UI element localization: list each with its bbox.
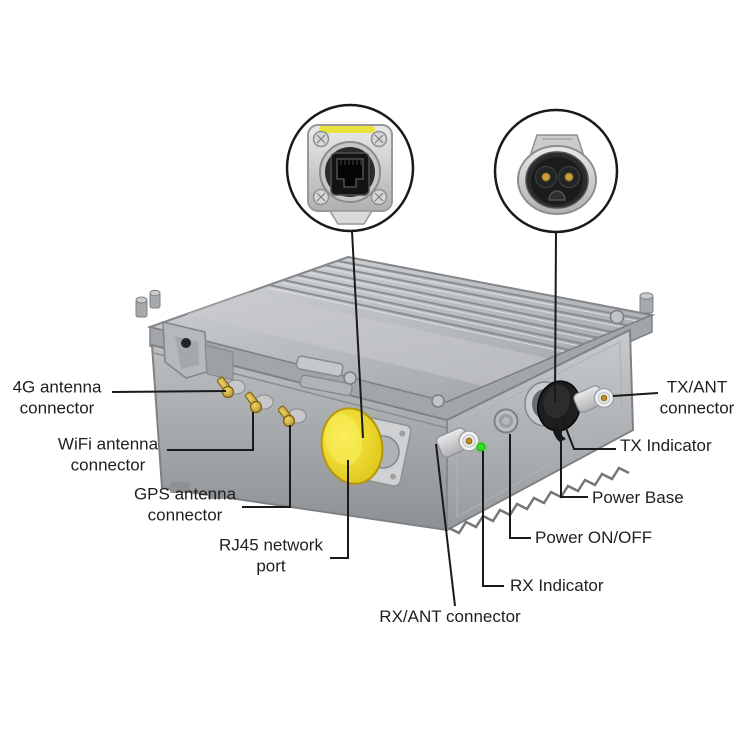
latch-bolt [181,338,191,348]
label-4g-antenna-connector: 4G antenna connector [13,378,102,419]
rj45-port-inset [285,103,415,233]
label-line: connector [147,505,223,524]
leader-rj45 [330,460,349,559]
rj45-jack-opening [336,158,364,188]
leader-txant [612,392,659,397]
label-line: connector [659,398,735,417]
rx-indicator-led [474,440,488,454]
label-line: 4G antenna [12,377,102,397]
leader-power-onoff [509,434,531,539]
leader-power-inset [554,231,557,403]
bottom-fins-serration [448,466,630,535]
power-base-connector-part [524,380,581,442]
label-line: TX/ANT [666,377,728,397]
label-power-on-off: Power ON/OFF [535,528,652,549]
rj45-port-part [320,407,412,487]
label-wifi-antenna-connector: WiFi antenna connector [58,435,158,476]
label-rx-indicator: RX Indicator [510,576,604,597]
label-line: connector [19,398,95,417]
leader-rxind [482,451,504,587]
ribbed-lid [146,255,656,423]
power-pin [564,172,574,182]
lid-bolt [609,309,625,325]
lid-ribs [268,260,643,351]
label-line: Power ON/OFF [535,527,653,547]
lid-rib-highlights [268,263,643,354]
power-keyway [548,190,566,201]
label-line: TX Indicator [620,435,712,455]
leader-rj45-inset [351,230,364,439]
tx-ant-connector-part [573,385,615,413]
power-base-cap-tail [552,426,566,442]
wifi-antenna-connector-part [244,391,274,414]
center-hinge [295,355,353,397]
lid-bolt [431,394,445,408]
rx-ant-connector-part [436,427,480,458]
rj45-yellow-strip [319,126,375,133]
rj45-pins [340,160,362,165]
rj45-yellow-cap [320,407,384,485]
label-power-base: Power Base [592,488,684,509]
label-line: Power Base [592,487,684,507]
power-connector-inset [493,108,619,234]
top-left-port-caps [135,289,161,318]
foot [208,490,224,499]
lid-center-panel [186,292,550,386]
label-rx-ant-connector: RX/ANT connector [379,607,520,628]
lid-bolt [343,371,357,385]
rj45-bottom-tab [328,210,374,225]
left-latch [162,321,234,381]
label-line: RX/ANT connector [379,606,521,626]
label-tx-ant-connector: TX/ANT connector [660,378,735,419]
power-pin [541,172,551,182]
leader-txind [561,417,616,450]
right-face-recess [456,340,623,519]
leader-rxant [435,443,456,607]
label-line: GPS antenna [133,484,237,504]
label-gps-antenna-connector: GPS antenna connector [134,485,236,526]
label-line: port [256,556,286,575]
4g-antenna-connector-part [216,376,246,399]
leader-lines [111,230,659,607]
label-rj45-network-port: RJ45 network port [219,536,323,577]
leader-gps [242,425,291,508]
foot [170,482,190,493]
screw-slots [316,134,384,202]
label-line: connector [70,455,146,474]
repeater-device [135,255,656,535]
label-line: RX Indicator [510,575,604,595]
label-line: RJ45 network [219,535,323,555]
leader-wifi [167,412,254,451]
label-tx-indicator: TX Indicator [620,436,712,457]
leader-4g [111,390,227,393]
gps-antenna-connector-part [277,405,307,428]
power-on-off-button [493,408,519,434]
label-line: WiFi antenna [57,434,159,454]
top-right-port-cap [639,292,654,314]
leader-power-base [560,430,588,498]
